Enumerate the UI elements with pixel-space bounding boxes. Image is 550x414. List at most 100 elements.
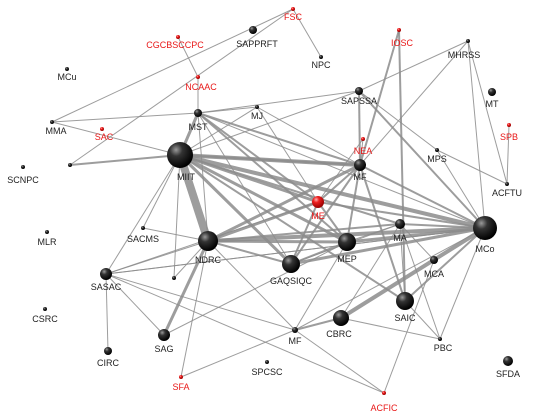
node-mt[interactable] — [488, 88, 496, 96]
node-mma[interactable] — [50, 120, 54, 124]
node-csrc[interactable] — [43, 307, 47, 311]
node-mep[interactable] — [338, 233, 356, 251]
node-label-miit: MIIT — [177, 172, 195, 182]
edge-sasac-circ — [105, 273, 109, 352]
edge-ndrc-sag — [162, 240, 210, 336]
edge-mco-mp — [359, 164, 486, 229]
node-miit[interactable] — [167, 142, 193, 168]
edge-fsc-unl1 — [69, 8, 294, 166]
edge-mp-sapssa — [358, 90, 361, 166]
edge-cbrc-pbc — [340, 317, 441, 340]
edge-me-nea — [317, 138, 364, 203]
node-sac[interactable] — [100, 127, 104, 131]
node-ncaac[interactable] — [196, 75, 200, 79]
node-label-mj: MJ — [251, 111, 263, 121]
node-label-pbc: PBC — [434, 343, 453, 353]
node-label-mhrss: MHRSS — [448, 50, 481, 60]
node-label-scnpc: SCNPC — [7, 175, 39, 185]
edge-miit-mma — [51, 121, 181, 156]
node-label-ndrc: NDRC — [195, 255, 221, 265]
edge-mf2-mep — [294, 241, 348, 331]
node-mco[interactable] — [473, 216, 497, 240]
node-acftu[interactable] — [505, 182, 509, 186]
node-label-sfa: SFA — [172, 382, 189, 392]
node-mca[interactable] — [430, 256, 438, 264]
edge-saic-ma — [399, 223, 406, 302]
edge-mco-mhrss — [467, 40, 486, 229]
edge-ndrc-mf2 — [207, 240, 296, 331]
node-label-mca: MCA — [424, 269, 444, 279]
edge-mf2-sfa — [180, 329, 296, 378]
node-fsc[interactable] — [291, 7, 295, 11]
node-label-gaqsiqc: GAQSIQC — [270, 276, 313, 286]
node-sfa[interactable] — [179, 375, 183, 379]
edge-miit-mco — [179, 153, 486, 230]
edge-ndrc-sfa — [180, 240, 209, 378]
node-mps[interactable] — [435, 148, 439, 152]
node-iosc[interactable] — [397, 28, 401, 32]
node-label-ncaac: NCAAC — [185, 82, 217, 92]
node-spcsc[interactable] — [265, 360, 269, 364]
node-unl1[interactable] — [68, 163, 72, 167]
edge-mco-gaqsiqc — [290, 226, 486, 266]
node-mlr[interactable] — [45, 230, 49, 234]
node-sacms[interactable] — [141, 226, 145, 230]
node-sasac[interactable] — [100, 268, 112, 280]
node-scnpc[interactable] — [21, 165, 25, 169]
edge-cgcbsccpc-ncaac — [177, 36, 199, 78]
node-label-me: ME — [311, 211, 325, 221]
node-ndrc[interactable] — [198, 231, 218, 251]
edge-spb-acftu — [506, 124, 510, 185]
edge-acfic-mca — [383, 259, 435, 394]
edge-mp-mst — [197, 112, 361, 166]
node-label-saic: SAIC — [394, 313, 416, 323]
edge-mep-mp — [346, 164, 361, 243]
node-mf2[interactable] — [292, 327, 298, 333]
node-acfic[interactable] — [382, 391, 386, 395]
node-label-cgcbsccpc: CGCBSCCPC — [146, 40, 204, 50]
edge-sag-sasac — [105, 273, 165, 336]
node-label-acftu: ACFTU — [492, 188, 522, 198]
edge-gaqsiqc-mst — [197, 112, 292, 265]
node-circ[interactable] — [104, 347, 112, 355]
edge-cbrc-ma — [340, 223, 401, 319]
node-sapssa[interactable] — [355, 87, 363, 95]
node-ma[interactable] — [395, 219, 405, 229]
edge-me-mst — [197, 112, 319, 203]
node-saic[interactable] — [396, 292, 414, 310]
node-mst[interactable] — [194, 109, 202, 117]
edge-mf2-acfic — [294, 329, 385, 394]
node-mcu[interactable] — [65, 67, 69, 71]
edge-mp-mhrss — [359, 40, 469, 166]
node-nea[interactable] — [361, 137, 365, 141]
node-unl2[interactable] — [172, 276, 176, 280]
node-sfda[interactable] — [503, 356, 513, 366]
node-label-acfic: ACFIC — [371, 403, 399, 413]
edge-mco-mf2 — [294, 227, 486, 331]
node-mhrss[interactable] — [466, 39, 470, 43]
edge-sacms-miit — [142, 154, 181, 229]
node-pbc[interactable] — [438, 337, 442, 341]
edge-sasac-mco — [105, 227, 486, 275]
node-label-sacms: SACMS — [127, 234, 159, 244]
edge-mco-mps — [436, 149, 486, 229]
node-mj[interactable] — [255, 105, 259, 109]
edge-acfic-sasac — [105, 273, 385, 394]
node-label-spcsc: SPCSC — [251, 367, 283, 377]
edge-ma-mca — [399, 223, 435, 261]
node-label-spb: SPB — [500, 132, 518, 142]
node-layer — [21, 7, 513, 395]
node-mf-upper[interactable] — [354, 159, 366, 171]
node-cgcbsccpc[interactable] — [176, 35, 180, 39]
edge-me-mj — [256, 106, 319, 203]
node-me[interactable] — [312, 196, 324, 208]
node-sag[interactable] — [158, 329, 170, 341]
node-cbrc[interactable] — [333, 310, 349, 326]
node-npc[interactable] — [319, 55, 323, 59]
node-label-cbrc: CBRC — [326, 329, 352, 339]
node-spb[interactable] — [507, 123, 511, 127]
node-sapprft[interactable] — [249, 26, 257, 34]
node-label-ma: MA — [393, 233, 407, 243]
node-gaqsiqc[interactable] — [282, 255, 300, 273]
